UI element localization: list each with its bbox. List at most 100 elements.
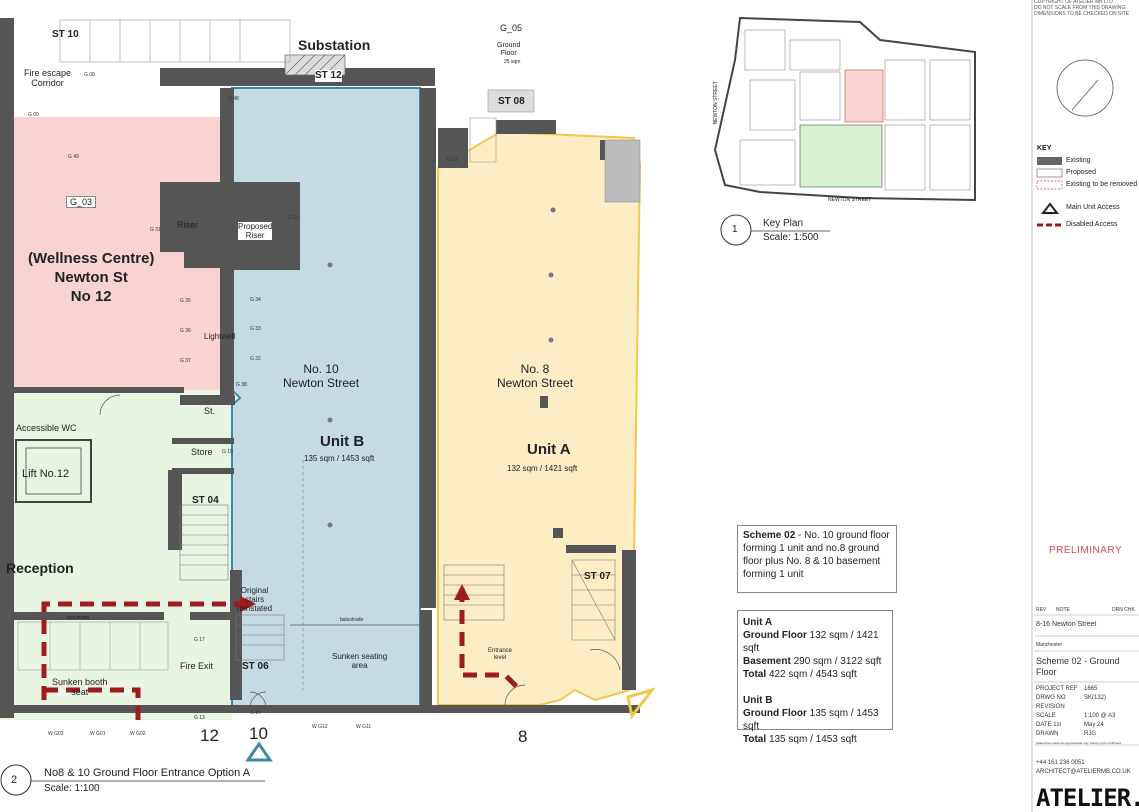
area-a-total-value: 422 sqm / 4543 sqft bbox=[768, 669, 857, 680]
tag-wg11: W G11 bbox=[356, 724, 372, 730]
label-fire-exit: Fire Exit bbox=[180, 661, 214, 671]
room-label-st04: ST 04 bbox=[192, 495, 219, 506]
tb-date: May 24 bbox=[1084, 722, 1104, 728]
area-a-total-label: Total bbox=[743, 669, 767, 680]
room-label-substation: Substation bbox=[298, 37, 371, 53]
scheme-note-title: Scheme 02 bbox=[743, 530, 796, 541]
room-label-g03: G_03 bbox=[66, 196, 97, 209]
area-a-basement-value: 290 sqm / 3122 sqft bbox=[793, 656, 882, 667]
tag-g08: G 08 bbox=[84, 72, 95, 78]
room-label-st06: ST 06 bbox=[242, 661, 269, 672]
key-plan-title: Key Plan bbox=[763, 218, 804, 229]
unit-a-area-label: 132 sqm / 1421 sqft bbox=[507, 464, 578, 473]
building-number-8: 8 bbox=[518, 727, 528, 746]
tb-scale: 1:100 @ A3 bbox=[1084, 713, 1116, 719]
area-unit-a-title: Unit A bbox=[743, 617, 773, 628]
tag-g11: G 11 bbox=[288, 215, 299, 221]
room-label-st08: ST 08 bbox=[498, 96, 525, 107]
tag-g48: G 48 bbox=[228, 96, 239, 102]
tb-scale-label: SCALE bbox=[1036, 713, 1056, 719]
room-label-ground-floor: Ground Floor bbox=[497, 42, 521, 58]
tag-g14: G 14 bbox=[250, 710, 261, 716]
label-balustrade-mid: balustrade bbox=[340, 617, 364, 623]
legend-existing-swatch bbox=[1037, 157, 1062, 165]
room-label-accessible-wc: Accessible WC bbox=[16, 423, 77, 433]
room-label-store: Store bbox=[191, 447, 213, 457]
key-plan-scale: Scale: 1:500 bbox=[763, 232, 819, 243]
unit-a-label: Unit A bbox=[527, 441, 571, 458]
tag-g37: G 37 bbox=[180, 358, 191, 364]
tb-phone: +44 161 236 0051 bbox=[1036, 760, 1085, 766]
room-label-g05: G_05 bbox=[500, 23, 523, 33]
disabled-access-routes bbox=[41, 588, 522, 720]
room-label-st12: ST 12 bbox=[315, 70, 342, 82]
key-plan-map bbox=[713, 16, 976, 202]
label-sunken-seating: Sunken seating area bbox=[332, 652, 388, 671]
north-point bbox=[1056, 59, 1114, 117]
tb-revision-label: REVISION bbox=[1036, 704, 1065, 710]
tb-small-note: Stated floor areas are approximate only.… bbox=[1036, 741, 1121, 745]
tag-g35: G 35 bbox=[180, 298, 191, 304]
tb-email: ARCHITECT@ATELIERMB.CO.UK bbox=[1036, 769, 1131, 775]
columns bbox=[327, 207, 556, 528]
tb-drwg-no-label: DRWG NO bbox=[1036, 695, 1066, 701]
room-label-lift: Lift No.12 bbox=[22, 468, 70, 480]
key-plan-number-circle bbox=[720, 214, 752, 246]
building-number-10: 10 bbox=[249, 724, 268, 743]
legend-removed-swatch bbox=[1036, 180, 1063, 190]
tag-g38: G 38 bbox=[236, 382, 247, 388]
tb-drawn-label: DRAWN bbox=[1036, 731, 1059, 737]
title-block-frame bbox=[1031, 0, 1139, 812]
key-plan-street-left: NEWTON STREET bbox=[712, 81, 719, 125]
legend-removed-label: Existing to be removed bbox=[1066, 181, 1138, 188]
area-schedule-box: Unit A Ground Floor 132 sqm / 1421 sqft … bbox=[737, 610, 893, 745]
tag-g17: G 17 bbox=[194, 637, 205, 643]
tag-g09: G 09 bbox=[28, 112, 39, 118]
label-original-stairs: Original stairs reinstated bbox=[237, 586, 273, 614]
tb-drawn: RJG bbox=[1084, 731, 1096, 737]
drawing-title: No8 & 10 Ground Floor Entrance Option A bbox=[44, 767, 251, 779]
room-label-riser: Riser bbox=[177, 220, 199, 230]
drawing-scale: Scale: 1:100 bbox=[44, 783, 100, 794]
tag-g51: G 51 bbox=[447, 157, 458, 163]
tag-g33: G 33 bbox=[250, 326, 261, 332]
tb-date-label: DATE 1st bbox=[1036, 722, 1062, 728]
access-arrowhead-b bbox=[240, 596, 256, 612]
drawing-number: 2 bbox=[11, 774, 18, 786]
building-number-12: 12 bbox=[200, 726, 219, 745]
tag-wg03: W G03 bbox=[48, 731, 64, 737]
tb-rev-header: REV bbox=[1036, 607, 1047, 613]
label-sunken-booth: Sunken booth seat bbox=[52, 677, 108, 698]
area-b-total-value: 135 sqm / 1453 sqft bbox=[768, 734, 857, 745]
room-label-lightwell: Lightwell bbox=[204, 332, 236, 341]
room-label-st10: ST 10 bbox=[52, 29, 79, 40]
room-area-g05: 25 sqm bbox=[504, 59, 521, 65]
area-unit-b-title: Unit B bbox=[743, 695, 773, 706]
tb-project-ref-label: PROJECT REF bbox=[1036, 686, 1078, 692]
tb-project: 8-16 Newton Street bbox=[1036, 621, 1097, 628]
unit-b-label: Unit B bbox=[320, 433, 365, 450]
north-arrow bbox=[1071, 79, 1099, 111]
scheme-note-box: Scheme 02 - No. 10 ground floor forming … bbox=[737, 525, 897, 593]
legend-proposed-label: Proposed bbox=[1066, 169, 1096, 176]
unit-b-area-label: 135 sqm / 1453 sqft bbox=[304, 454, 375, 463]
access-arrowhead-a bbox=[454, 584, 470, 600]
st08-stair bbox=[469, 89, 535, 163]
tb-location: Manchester bbox=[1036, 642, 1063, 648]
entrance-arrow-8 bbox=[626, 687, 656, 720]
tag-wg02: W G02 bbox=[130, 731, 146, 737]
tb-note-header: NOTE bbox=[1056, 607, 1070, 613]
legend-disabled-access-label: Disabled Access bbox=[1066, 221, 1118, 228]
tag-g34: G 34 bbox=[250, 297, 261, 303]
area-b-ground-value: 135 sqm / 1453 sqft bbox=[743, 708, 879, 732]
tag-g32: G 32 bbox=[250, 356, 261, 362]
tiled-corner bbox=[604, 139, 641, 203]
scheme-note-text: - No. 10 ground floor forming 1 unit and… bbox=[743, 530, 890, 580]
drawing-number-circle bbox=[0, 764, 32, 796]
legend-main-access-icon bbox=[1040, 202, 1060, 214]
label-balustrade-left: balustrade bbox=[66, 615, 90, 621]
tag-g19: G 19 bbox=[222, 449, 233, 455]
atelier-mb-logo: ATELIER.MB bbox=[1036, 784, 1139, 812]
legend-existing-label: Existing bbox=[1066, 157, 1091, 164]
